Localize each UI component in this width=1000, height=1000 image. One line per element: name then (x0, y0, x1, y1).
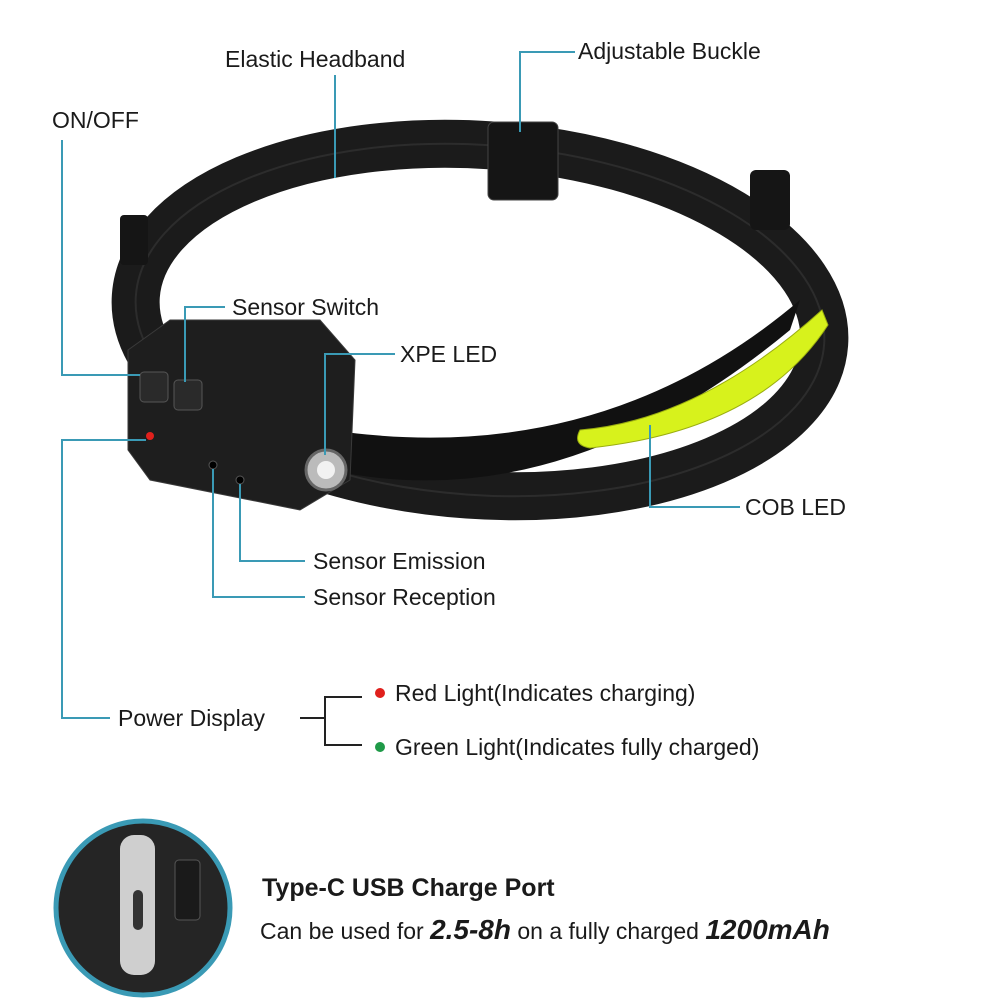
label-sensor-switch: Sensor Switch (232, 294, 380, 320)
label-power-display: Power Display (118, 705, 265, 731)
label-sensor-reception: Sensor Reception (313, 584, 496, 610)
desc-hours: 2.5-8h (430, 914, 511, 945)
cob-led-strip (577, 309, 829, 449)
charge-port-title: Type-C USB Charge Port (262, 874, 555, 902)
label-xpe-led: XPE LED (400, 341, 498, 367)
label-green-light: Green Light(Indicates fully charged) (395, 734, 760, 760)
power-display-bracket (300, 696, 362, 746)
label-elastic-headband: Elastic Headband (225, 46, 406, 72)
usb-port-inset (53, 818, 233, 998)
power-indicator (146, 432, 154, 440)
sensor-switch-button (173, 379, 203, 411)
label-cob-led: COB LED (745, 494, 846, 520)
adjustable-buckle (487, 121, 559, 201)
desc-capacity: 1200mAh (705, 914, 830, 945)
power-button (139, 371, 169, 403)
label-on-off: ON/OFF (52, 107, 139, 133)
label-adjustable-buckle: Adjustable Buckle (578, 38, 761, 64)
label-sensor-emission: Sensor Emission (313, 548, 486, 574)
desc-prefix: Can be used for (260, 918, 424, 944)
desc-middle: on a fully charged (517, 918, 699, 944)
leader-lines (61, 51, 740, 719)
green-dot-icon (375, 742, 385, 752)
label-red-light: Red Light(Indicates charging) (395, 680, 696, 706)
red-dot-icon (375, 688, 385, 698)
charge-port-description: Can be used for 2.5-8h on a fully charge… (260, 914, 830, 946)
